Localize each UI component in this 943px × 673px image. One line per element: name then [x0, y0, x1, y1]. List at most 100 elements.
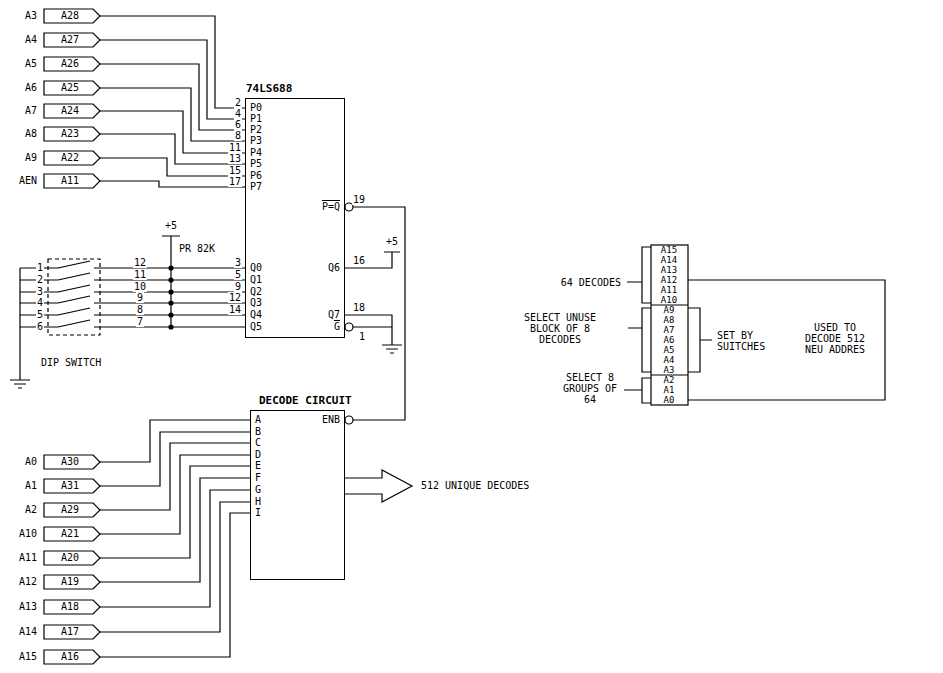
- schematic-stroke: [628, 308, 651, 372]
- signal-name: A1: [24, 480, 38, 491]
- switch-number: 3: [36, 286, 44, 297]
- part-name: DIP SWITCH: [40, 357, 102, 368]
- pin-number: 10: [133, 281, 147, 292]
- tag-shape: [44, 33, 100, 47]
- schematic-stroke: [688, 280, 885, 400]
- signal-wire: [100, 111, 245, 153]
- signal-name: A12: [18, 576, 38, 587]
- signal-wire: [100, 455, 250, 534]
- pin-name: H: [254, 496, 262, 507]
- connector-tag: A25: [44, 81, 100, 95]
- pin-number: 12: [133, 257, 147, 268]
- tag-shape: [44, 575, 100, 589]
- tag-shape: [44, 127, 100, 141]
- signal-wire: [100, 16, 245, 108]
- schematic-stroke: [627, 247, 651, 303]
- pin-number: 9: [234, 281, 242, 292]
- address-bit: A5: [664, 345, 675, 355]
- pin-number: 2: [234, 97, 242, 108]
- schematic-stroke: [651, 305, 688, 375]
- connector-tag: A16: [44, 650, 100, 664]
- schematic-stroke: [10, 268, 30, 388]
- tag-shape: [44, 9, 100, 23]
- tag-shape: [44, 551, 100, 565]
- schematic-stroke: [688, 308, 712, 372]
- pin-name: D: [254, 449, 262, 460]
- signal-name: A3: [24, 10, 38, 21]
- pin-name: Q4: [249, 309, 263, 320]
- signal-name: A10: [18, 528, 38, 539]
- schematic-stroke: [345, 416, 353, 424]
- pin-number: 16: [352, 255, 366, 266]
- tag-text: A23: [44, 127, 100, 141]
- pin-name: Q6: [327, 262, 341, 273]
- pin-number: 9: [136, 292, 144, 303]
- pin-number: 15: [228, 165, 242, 176]
- chip-part-number: 74LS688: [246, 83, 292, 95]
- address-bit: A12: [661, 275, 677, 285]
- address-bit: A4: [664, 355, 675, 365]
- schematic-stroke: [345, 470, 412, 502]
- signal-wire: [100, 513, 250, 657]
- tag-shape: [44, 503, 100, 517]
- note: SELECT UNUSE BLOCK OF 8 DECODES: [517, 312, 603, 345]
- pin-number: 11: [228, 142, 242, 153]
- address-map: [624, 245, 885, 405]
- pin-name: I: [254, 507, 262, 518]
- pin-number: 13: [228, 153, 242, 164]
- tag-text: A25: [44, 81, 100, 95]
- pin-number: 7: [136, 316, 144, 327]
- signal-name: A6: [24, 82, 38, 93]
- connector-tag: A24: [44, 104, 100, 118]
- address-bit: A2: [664, 375, 675, 385]
- power-label: +5: [385, 236, 399, 247]
- pin-name: P6: [249, 170, 263, 181]
- tag-text: A22: [44, 151, 100, 165]
- pin-number: 5: [234, 269, 242, 280]
- signal-name: A13: [18, 601, 38, 612]
- signal-wire: [100, 158, 245, 176]
- pin-name: Q2: [249, 286, 263, 297]
- power-label: +5: [164, 220, 178, 231]
- connector-tag: A18: [44, 600, 100, 614]
- connector-tag: A28: [44, 9, 100, 23]
- signal-wire: [100, 466, 250, 558]
- note: SET BY SUITCHES: [716, 330, 778, 352]
- switch-number: 4: [36, 297, 44, 308]
- signal-wire: [100, 420, 250, 462]
- schematic-stroke: [651, 245, 688, 405]
- connector-tag: A26: [44, 57, 100, 71]
- switch-number: 6: [36, 321, 44, 332]
- address-bit: A1: [664, 385, 675, 395]
- tag-text: A24: [44, 104, 100, 118]
- signal-name: A14: [18, 626, 38, 637]
- address-bit: A11: [661, 285, 677, 295]
- pin-name: P0: [249, 102, 263, 113]
- tag-text: A26: [44, 57, 100, 71]
- tag-shape: [44, 81, 100, 95]
- pin-name: Q5: [249, 321, 263, 332]
- connector-tag: A23: [44, 127, 100, 141]
- pin-name: Q7: [327, 309, 341, 320]
- address-bit: A13: [661, 265, 677, 275]
- address-bit: A6: [664, 335, 675, 345]
- pin-name: Q1: [249, 274, 263, 285]
- address-bit: A15: [661, 245, 677, 255]
- tag-text: A31: [44, 479, 100, 493]
- signal-name: A8: [24, 128, 38, 139]
- signal-wire: [100, 181, 245, 187]
- address-bit: A10: [661, 295, 677, 305]
- pin-number: 6: [234, 119, 242, 130]
- pin-number: 8: [234, 130, 242, 141]
- pin-name: P7: [249, 181, 263, 192]
- pin-number: 11: [133, 269, 147, 280]
- pin-name: P2: [249, 124, 263, 135]
- switch-number: 1: [36, 262, 44, 273]
- pin-name: F: [254, 472, 262, 483]
- signal-wire: [100, 64, 245, 130]
- tag-shape: [44, 57, 100, 71]
- pin-name: G: [333, 321, 341, 332]
- connector-tag: A31: [44, 479, 100, 493]
- connector-tag: A27: [44, 33, 100, 47]
